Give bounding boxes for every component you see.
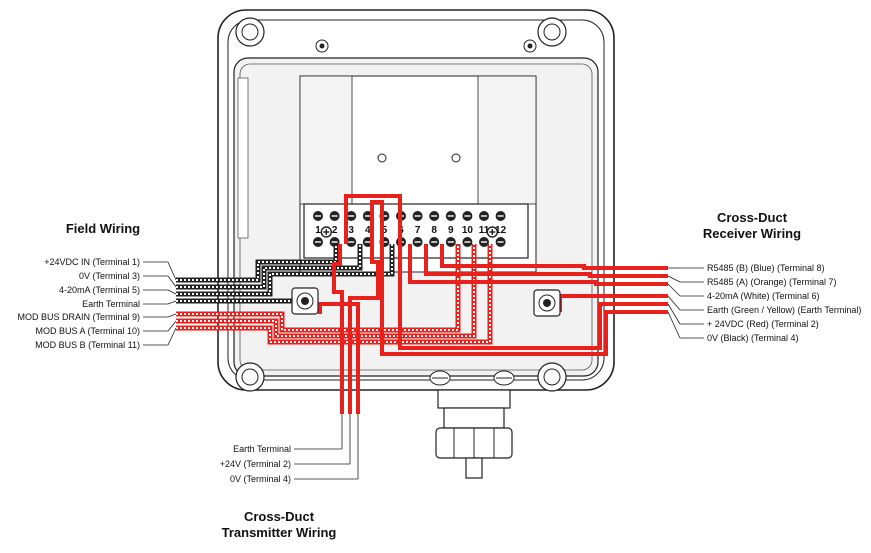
receiver-label: 4-20mA (White) (Terminal 6)	[707, 291, 820, 301]
bottom-screw-left	[429, 370, 451, 386]
corner-screw-bottom-left	[235, 362, 265, 392]
field-label: 4-20mA (Terminal 5)	[59, 285, 140, 295]
field-wiring-title: Field Wiring	[66, 221, 140, 236]
receiver-label: Earth (Green / Yellow) (Earth Terminal)	[707, 305, 861, 315]
cable-gland	[435, 389, 513, 479]
field-label: MOD BUS B (Terminal 11)	[35, 340, 140, 350]
corner-screw-top-left	[235, 17, 265, 47]
terminal-number: 1	[315, 225, 321, 236]
receiver-label: R5485 (A) (Orange) (Terminal 7)	[707, 277, 837, 287]
receiver-label: 0V (Black) (Terminal 4)	[707, 333, 799, 343]
receiver-label: R5485 (B) (Blue) (Terminal 8)	[707, 263, 825, 273]
transmitter-label: 0V (Terminal 4)	[230, 474, 291, 484]
receiver-wiring-title-line1: Cross-Duct	[717, 210, 788, 225]
field-label: Earth Terminal	[82, 299, 140, 309]
transmitter-leader-lines	[294, 414, 359, 480]
field-wires-black	[176, 244, 395, 304]
corner-screw-top-right	[537, 17, 567, 47]
field-label: MOD BUS DRAIN (Terminal 9)	[17, 312, 140, 322]
field-label: 0V (Terminal 3)	[79, 271, 140, 281]
terminal-number: 9	[448, 225, 454, 236]
field-label: MOD BUS A (Terminal 10)	[35, 326, 140, 336]
receiver-wiring-title-line2: Receiver Wiring	[703, 226, 801, 241]
terminal-number: 10	[462, 225, 474, 236]
terminal-number: 11	[479, 225, 490, 236]
receiver-label: + 24VDC (Red) (Terminal 2)	[707, 319, 819, 329]
transmitter-label: +24V (Terminal 2)	[220, 459, 291, 469]
field-leader-lines	[143, 261, 177, 346]
terminal-number: 7	[415, 225, 421, 236]
terminal-number: 12	[495, 225, 507, 236]
terminal-number: 5	[382, 225, 388, 236]
transmitter-wiring-title-line1: Cross-Duct	[244, 509, 315, 524]
receiver-leader-lines	[667, 267, 704, 339]
earth-stud-left	[291, 287, 319, 315]
corner-screw-bottom-right	[537, 362, 567, 392]
field-wires-red	[176, 244, 493, 345]
transmitter-wiring-title-line2: Transmitter Wiring	[222, 525, 337, 540]
field-label: +24VDC IN (Terminal 1)	[44, 257, 140, 267]
earth-stud-right	[533, 289, 561, 317]
terminal-number: 3	[348, 225, 354, 236]
transmitter-label: Earth Terminal	[233, 444, 291, 454]
terminal-number: 8	[431, 225, 437, 236]
terminal-number: 4	[365, 225, 371, 236]
transmitter-wires	[318, 244, 380, 414]
bottom-screw-right	[493, 370, 515, 386]
terminal-number: 2	[332, 225, 338, 236]
